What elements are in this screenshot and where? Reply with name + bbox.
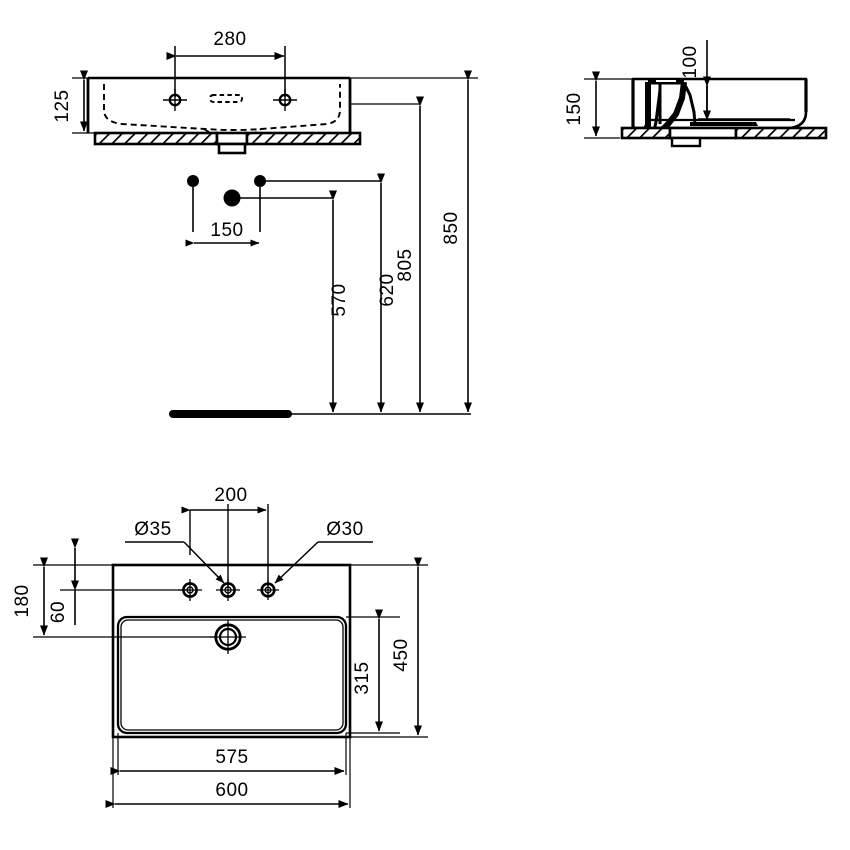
side-elevation-view: 150 100 bbox=[564, 40, 828, 148]
dimension-575-label: 575 bbox=[215, 747, 248, 768]
callout-dia-35-label: Ø35 bbox=[134, 519, 171, 540]
dimension-100-side-label: 100 bbox=[680, 45, 701, 78]
dimension-570: 570 bbox=[329, 190, 350, 413]
dimension-150: 150 bbox=[185, 220, 260, 247]
dimension-315: 315 bbox=[346, 609, 400, 734]
dimension-180-label: 180 bbox=[12, 584, 33, 617]
dimension-150-side: 150 bbox=[564, 71, 640, 139]
dimension-450-label: 450 bbox=[391, 638, 412, 671]
plan-drain-outlet bbox=[60, 620, 246, 654]
dimension-100-side: 100 bbox=[680, 40, 711, 121]
waste-connection-dot bbox=[187, 175, 199, 187]
dimension-450: 450 bbox=[350, 557, 428, 738]
dimension-850: 850 bbox=[350, 70, 478, 413]
dimension-150-side-label: 150 bbox=[564, 92, 585, 125]
dimension-570-label: 570 bbox=[329, 283, 350, 316]
dimension-850-label: 850 bbox=[441, 211, 462, 244]
dimension-125-label: 125 bbox=[52, 89, 73, 122]
dimension-200-label: 200 bbox=[214, 485, 247, 506]
dimension-125: 125 bbox=[52, 70, 150, 134]
dimension-600: 600 bbox=[105, 737, 351, 808]
dimension-280: 280 bbox=[166, 29, 286, 97]
dimension-315-label: 315 bbox=[352, 661, 373, 694]
callout-dia-35: Ø35 bbox=[125, 519, 225, 584]
dimension-805-label: 805 bbox=[395, 248, 416, 281]
connection-points bbox=[187, 175, 381, 232]
dimension-150-label: 150 bbox=[210, 220, 243, 241]
side-wall-hatched bbox=[620, 126, 828, 148]
dimension-575: 575 bbox=[110, 733, 347, 775]
plan-inner-bowl bbox=[116, 615, 348, 735]
callout-dia-30: Ø30 bbox=[274, 519, 373, 584]
wall-section-hatched bbox=[93, 131, 362, 155]
front-elevation-view: 280 125 150 bbox=[52, 29, 478, 418]
dimension-180: 180 bbox=[12, 557, 113, 638]
dimension-60: 60 bbox=[48, 538, 79, 625]
dimension-620-label: 620 bbox=[377, 273, 398, 306]
plan-view: 200 Ø35 Ø30 180 60 bbox=[12, 485, 428, 808]
dimension-620: 620 bbox=[377, 173, 398, 413]
callout-dia-30-label: Ø30 bbox=[326, 519, 363, 540]
dimension-600-label: 600 bbox=[215, 780, 248, 801]
dimension-280-label: 280 bbox=[213, 29, 246, 50]
dimension-60-label: 60 bbox=[48, 601, 69, 623]
dimension-805: 805 bbox=[350, 96, 424, 413]
